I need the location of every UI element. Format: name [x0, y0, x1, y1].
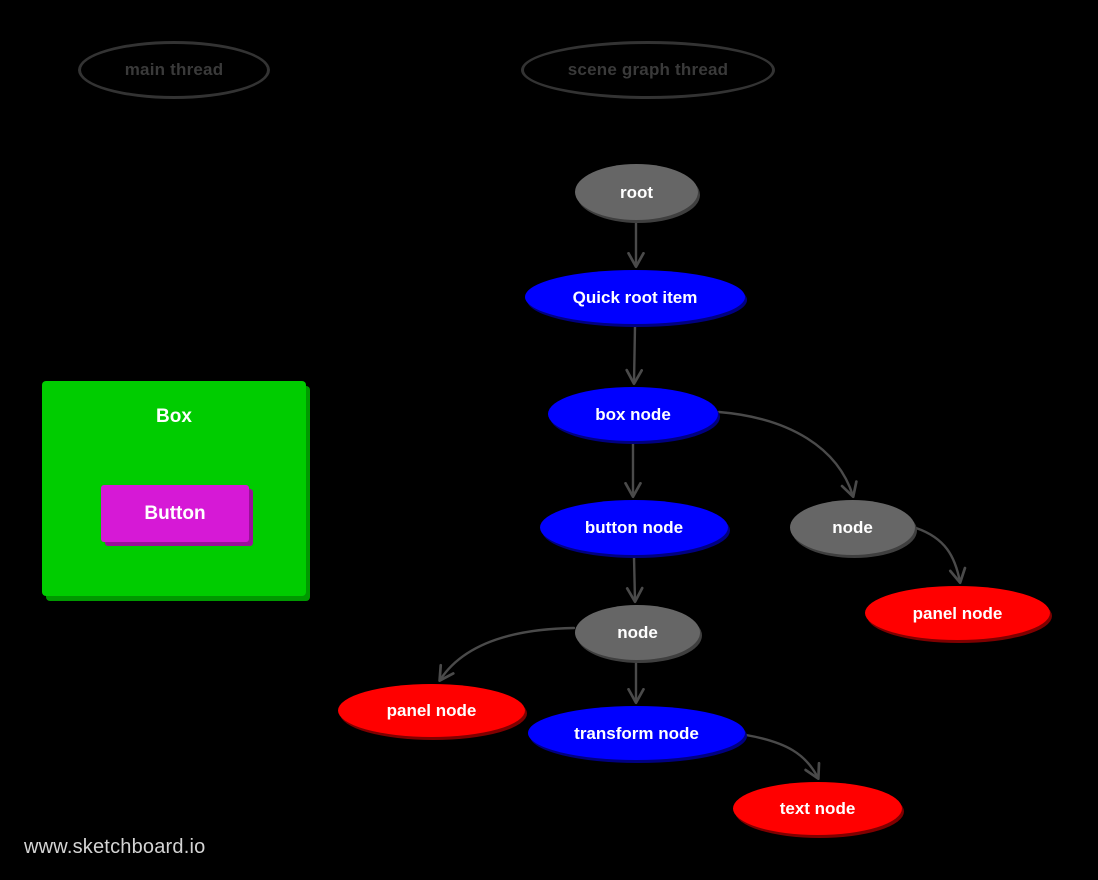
node-label: node: [832, 518, 873, 537]
node-quick-root-item[interactable]: Quick root item: [525, 270, 745, 324]
node-label: root: [619, 182, 654, 202]
edge-quick-root-item-to-box-node: [625, 324, 644, 386]
lane-main-thread: main thread: [78, 41, 270, 99]
watermark-label: www.sketchboard.io: [24, 836, 206, 858]
node-label: panel node: [912, 603, 1003, 623]
node-text-node[interactable]: text node: [733, 782, 902, 835]
lane-label: main thread: [124, 60, 224, 79]
node-panel-node-left[interactable]: panel node: [338, 684, 525, 737]
node-label: panel node: [386, 701, 477, 720]
edge-node-middle-to-panel-node-left: [438, 626, 576, 682]
node-node-middle[interactable]: node: [575, 605, 700, 660]
node-label: box node: [595, 404, 671, 424]
edge-button-node-to-node-middle: [625, 555, 644, 604]
node-label: text node: [779, 799, 856, 818]
edge-node-right-to-panel-node-right: [914, 526, 967, 585]
ui-button-widget[interactable]: Button: [101, 485, 249, 542]
node-transform-node[interactable]: transform node: [528, 706, 745, 760]
node-label: button node: [584, 518, 684, 537]
lane-scene-graph-thread: scene graph thread: [521, 41, 775, 99]
lane-label: scene graph thread: [567, 60, 729, 79]
node-label: Quick root item: [572, 287, 698, 307]
node-label: transform node: [574, 723, 699, 743]
edge-box-node-to-node-right: [717, 410, 858, 499]
node-panel-node-right[interactable]: panel node: [865, 586, 1050, 640]
ui-button-label: Button: [144, 502, 206, 524]
node-box-node[interactable]: box node: [548, 387, 718, 441]
node-button-node[interactable]: button node: [540, 500, 728, 555]
edge-transform-node-to-text-node: [744, 733, 821, 781]
ui-box-label: Box: [156, 406, 192, 427]
node-root[interactable]: root: [575, 164, 698, 220]
node-node-right[interactable]: node: [790, 500, 915, 555]
ui-box-widget[interactable]: Box: [42, 381, 306, 596]
node-label: node: [617, 623, 658, 642]
